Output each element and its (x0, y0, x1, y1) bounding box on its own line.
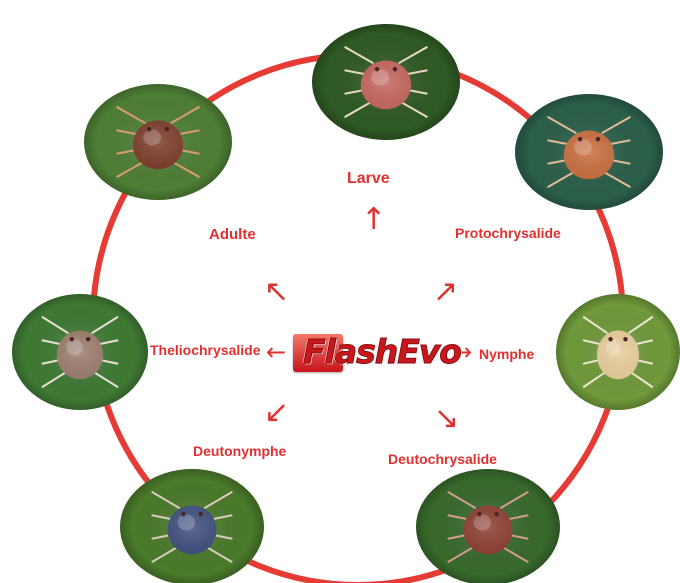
arrow-down-right-icon: ↘ (434, 404, 459, 434)
flashevo-logo: FlashEvo (293, 332, 458, 374)
stage-label-deutochrysalide: Deutochrysalide (388, 451, 497, 467)
arrow-left-icon: ← (266, 337, 286, 367)
arrow-up-right-icon: ↗ (433, 277, 458, 307)
stage-label-theliochrysalide: Theliochrysalide (150, 342, 260, 358)
deutonymphe-photo (120, 469, 264, 583)
protochrysalide-photo (515, 94, 663, 210)
theliochrysalide-photo (12, 294, 148, 410)
stage-label-larve: Larve (347, 170, 390, 188)
larve-photo (312, 24, 460, 140)
stage-label-deutonymphe: Deutonymphe (193, 443, 286, 459)
deutochrysalide-photo (416, 469, 560, 583)
adulte-photo (84, 84, 232, 200)
stage-label-nymphe: Nymphe (479, 346, 534, 362)
nymphe-photo (556, 294, 680, 410)
arrow-up-icon: ↑ (361, 205, 386, 235)
stage-label-protochrysalide: Protochrysalide (455, 225, 561, 241)
arrow-up-left-icon: ↖ (264, 277, 289, 307)
arrow-down-left-icon: ↙ (264, 398, 289, 428)
logo-text: FlashEvo (303, 332, 461, 371)
stage-label-adulte: Adulte (209, 226, 256, 243)
